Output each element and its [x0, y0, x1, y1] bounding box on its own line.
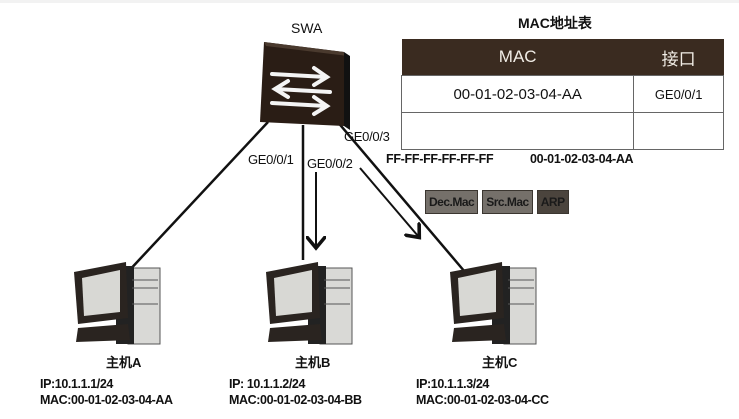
host-c-mac: MAC:00-01-02-03-04-CC — [416, 393, 549, 407]
mac-address-table: MAC 接口 00-01-02-03-04-AA GE0/0/1 — [400, 39, 724, 150]
host-a-mac: MAC:00-01-02-03-04-AA — [40, 393, 173, 407]
host-c-ip: IP:10.1.1.3/24 — [416, 377, 489, 391]
cell-mac — [400, 112, 635, 150]
port-label-ge002: GE0/0/2 — [307, 156, 353, 171]
switch-icon — [260, 42, 350, 130]
link-a — [124, 121, 269, 276]
port-label-ge001: GE0/0/1 — [248, 152, 294, 167]
flood-arrow-c — [359, 167, 418, 236]
computer-icon-c — [450, 262, 537, 345]
table-row: 00-01-02-03-04-AA GE0/0/1 — [400, 75, 724, 113]
table-row — [400, 112, 724, 150]
link-c — [335, 119, 466, 273]
computer-icon-a — [74, 262, 161, 345]
host-b-info: IP: 10.1.1.2/24 MAC:00-01-02-03-04-BB — [229, 376, 362, 408]
col-interface: 接口 — [633, 39, 724, 76]
computer-icon-b — [266, 262, 353, 345]
cell-interface — [633, 112, 724, 150]
host-a-info: IP:10.1.1.1/24 MAC:00-01-02-03-04-AA — [40, 376, 173, 408]
host-b-name: 主机B — [295, 355, 331, 370]
top-strip — [0, 0, 739, 3]
frame-src-mac: 00-01-02-03-04-AA — [530, 152, 634, 166]
host-c-name: 主机C — [482, 355, 518, 370]
frame-field-dst-mac: Dec.Mac — [425, 190, 479, 214]
cell-mac: 00-01-02-03-04-AA — [400, 75, 635, 113]
host-b-ip: IP: 10.1.1.2/24 — [229, 377, 306, 391]
mac-table-header: MAC 接口 — [401, 39, 724, 76]
host-b-mac: MAC:00-01-02-03-04-BB — [229, 393, 362, 407]
frame-field-arp: ARP — [536, 190, 569, 214]
frame-field-src-mac: Src.Mac — [482, 190, 533, 214]
frame-dst-mac: FF-FF-FF-FF-FF-FF — [386, 152, 494, 166]
cell-interface: GE0/0/1 — [633, 75, 724, 113]
host-c-info: IP:10.1.1.3/24 MAC:00-01-02-03-04-CC — [416, 376, 549, 408]
col-mac: MAC — [401, 39, 634, 76]
arp-frame: Dec.Mac Src.Mac ARP — [425, 190, 569, 214]
host-a-ip: IP:10.1.1.1/24 — [40, 377, 113, 391]
mac-table-title: MAC地址表 — [518, 15, 592, 31]
port-label-ge003: GE0/0/3 — [344, 129, 390, 144]
host-a-name: 主机A — [106, 355, 142, 370]
switch-name: SWA — [291, 20, 323, 36]
